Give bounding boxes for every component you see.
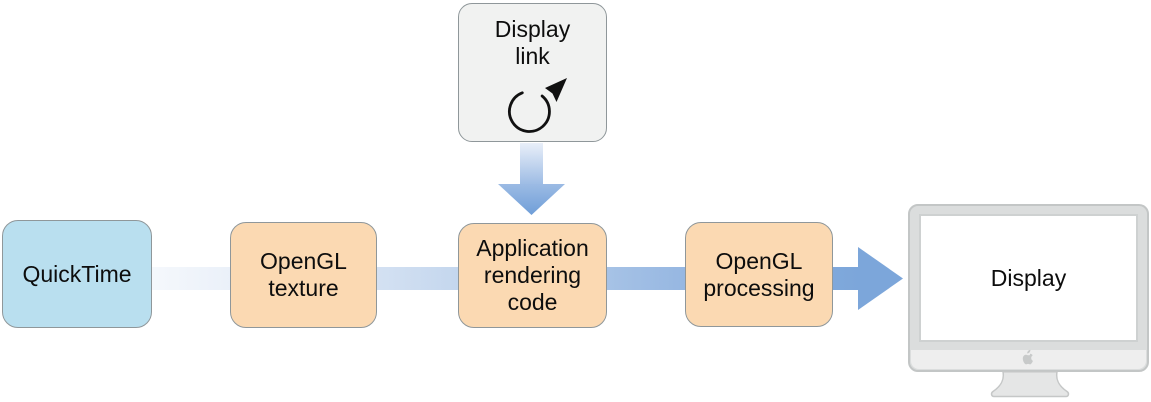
node-display: Display xyxy=(919,214,1138,342)
down-arrow-shaft xyxy=(520,143,543,185)
node-quicktime: QuickTime xyxy=(2,220,152,328)
node-application-rendering-code: Application rendering code xyxy=(458,223,607,328)
node-quicktime-label: QuickTime xyxy=(22,260,132,287)
right-arrow-icon xyxy=(858,247,903,310)
node-opengl-processing: OpenGL processing xyxy=(685,222,833,327)
node-application-rendering-code-label: Application rendering code xyxy=(476,235,589,315)
node-opengl-texture: OpenGL texture xyxy=(230,222,377,328)
loop-arrow-icon xyxy=(508,78,567,133)
node-display-label: Display xyxy=(990,264,1067,291)
node-display-link-label: Display link xyxy=(494,16,571,69)
node-opengl-texture-label: OpenGL texture xyxy=(260,248,347,301)
apple-logo-icon xyxy=(1022,349,1033,365)
monitor-stand xyxy=(990,371,1070,398)
node-opengl-processing-label: OpenGL processing xyxy=(703,247,815,301)
down-arrow-icon xyxy=(498,184,565,215)
node-display-link: Display link xyxy=(458,3,607,142)
